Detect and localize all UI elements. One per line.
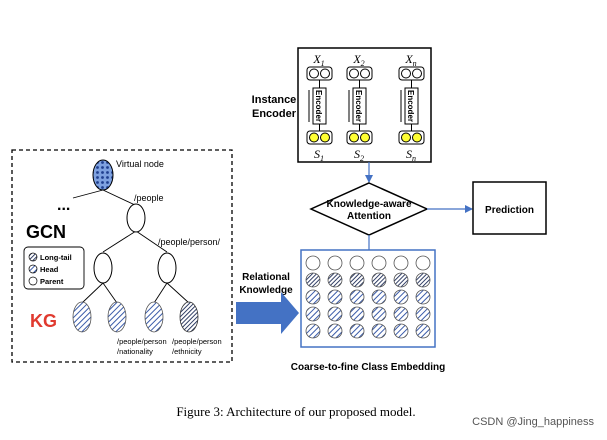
encoder-label-2: Encoder <box>354 90 363 122</box>
gcn-label: GCN <box>26 222 66 242</box>
encoder-outputs: S1 S2 Sn <box>314 147 416 163</box>
person-node-left <box>93 252 113 284</box>
relational-knowledge-label: Relational Knowledge <box>239 272 293 296</box>
virtual-node <box>92 159 114 191</box>
input-xn: Xn <box>404 52 416 68</box>
leaf-node-1 <box>72 301 92 333</box>
legend-parent-label: Parent <box>40 277 64 286</box>
input-x2: X2 <box>352 52 364 68</box>
encoder-columns: Encoder Encoder Encoder <box>308 80 419 131</box>
encoder-label-1: Encoder <box>314 90 323 122</box>
relational-knowledge-arrow <box>236 292 299 334</box>
svg-text:/people/person: /people/person <box>117 337 167 346</box>
encoder-inputs: X1 X2 Xn <box>312 52 416 68</box>
input-x1: X1 <box>312 52 324 68</box>
class-embedding-grid <box>305 255 431 339</box>
kg-label: KG <box>30 311 57 331</box>
leaf-node-2 <box>107 301 127 333</box>
svg-text:/people/person: /people/person <box>172 337 222 346</box>
svg-text:Knowledge: Knowledge <box>239 285 293 296</box>
svg-text:/ethnicity: /ethnicity <box>172 347 202 356</box>
tree-edges <box>72 189 190 304</box>
leaf-label-nationality: /people/person /nationality <box>117 337 167 356</box>
people-node <box>126 203 146 233</box>
encoder-label-n: Encoder <box>406 90 415 122</box>
svg-text:Attention: Attention <box>347 211 391 222</box>
class-embedding-box <box>300 249 436 348</box>
people-person-label: /people/person/ <box>158 237 221 247</box>
kg-panel <box>11 149 233 363</box>
svg-text:Relational: Relational <box>242 272 290 283</box>
output-sn: Sn <box>406 147 416 163</box>
watermark: CSDN @Jing_happiness <box>472 416 594 428</box>
legend-head-swatch <box>28 264 38 274</box>
svg-text:/nationality: /nationality <box>117 347 153 356</box>
leaf-node-3 <box>144 301 164 333</box>
person-node-right <box>157 252 177 284</box>
input-vectors <box>306 66 425 81</box>
svg-text:Prediction: Prediction <box>485 205 534 216</box>
legend: Long-tail Head Parent <box>23 246 85 290</box>
legend-long-tail-swatch <box>28 252 38 262</box>
legend-long-tail-label: Long-tail <box>40 253 72 262</box>
class-embedding-caption: Coarse-to-fine Class Embedding <box>291 362 445 373</box>
legend-parent-swatch <box>28 276 38 286</box>
leaf-label-ethnicity: /people/person /ethnicity <box>172 337 222 356</box>
leaf-node-4 <box>179 301 199 333</box>
figure-caption: Figure 3: Architecture of our proposed m… <box>176 404 415 419</box>
output-s2: S2 <box>354 147 364 163</box>
virtual-node-label: Virtual node <box>116 159 164 169</box>
legend-head-label: Head <box>40 265 59 274</box>
svg-text:Knowledge-aware: Knowledge-aware <box>326 199 411 210</box>
attention-node: Knowledge-aware Attention <box>309 182 429 236</box>
instance-encoder-title: Instance Encoder <box>252 94 297 120</box>
output-s1: S1 <box>314 147 324 163</box>
ellipsis: ... <box>57 197 70 214</box>
people-label: /people <box>134 193 164 203</box>
prediction-box: Prediction <box>472 181 547 235</box>
svg-text:Instance: Instance <box>252 94 297 106</box>
output-vectors <box>306 130 425 145</box>
svg-text:Encoder: Encoder <box>252 108 297 120</box>
